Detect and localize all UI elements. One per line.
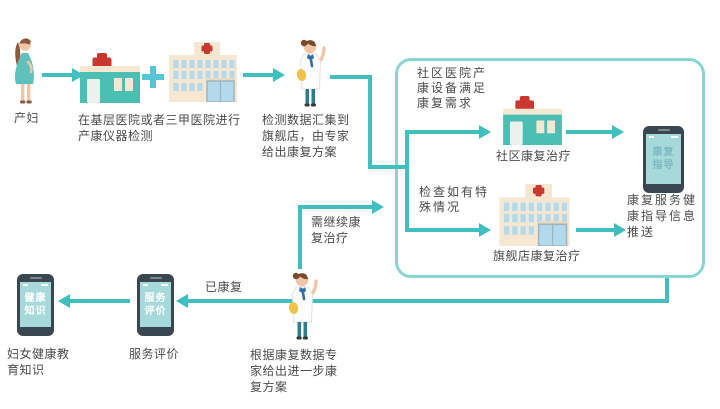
eval-phone-screen-text: 服务 评价 bbox=[140, 282, 171, 327]
followup-doctor-label: 根据康复数据专 家给出进一步康 复方案 bbox=[250, 348, 338, 394]
arrow-woman-to-clinic bbox=[42, 73, 72, 77]
step2-label: 检测数据汇集到 旗舰店，由专家 给出康复方案 bbox=[262, 113, 350, 159]
arrowhead-to-health-phone bbox=[58, 294, 70, 308]
woman-label: 产妇 bbox=[14, 111, 40, 125]
continue-riser-line bbox=[298, 205, 302, 269]
arrowhead-continue bbox=[372, 200, 384, 214]
arrowhead-to-eval-phone bbox=[176, 294, 188, 308]
recovered-line bbox=[188, 299, 667, 303]
health-phone-screen-text: 健康 知识 bbox=[20, 282, 51, 327]
health-label: 妇女健康教 育知识 bbox=[7, 347, 70, 377]
connector-doctor-h1 bbox=[330, 75, 372, 79]
followup-doctor-icon bbox=[283, 270, 323, 349]
phone-speaker-icon bbox=[149, 277, 162, 279]
arrow-hospital-to-doctor bbox=[243, 73, 273, 77]
box-exit-line bbox=[665, 278, 669, 303]
tertiary-hospital-icon bbox=[169, 42, 237, 107]
arrowhead-to-guidance-phone bbox=[612, 125, 624, 139]
eval-phone-icon: 服务 评价 bbox=[137, 274, 174, 336]
phone-status-left-icon bbox=[23, 284, 28, 286]
community-condition-label: 社区医院产 康设备满足 康复需求 bbox=[417, 66, 488, 110]
phone-status-left-icon bbox=[143, 284, 148, 286]
push-info-label: 康复服务健 康指导信息 推送 bbox=[627, 193, 698, 239]
arrowhead-to-community-clinic bbox=[479, 125, 491, 139]
phone-status-right-icon bbox=[161, 284, 168, 286]
arrow-to-community-clinic bbox=[409, 130, 479, 134]
flagship-label: 旗舰店康复治疗 bbox=[493, 249, 581, 263]
phone-speaker-icon bbox=[29, 277, 42, 279]
arrowhead-hospital-to-doctor bbox=[273, 68, 285, 82]
pregnant-woman-icon bbox=[10, 36, 42, 113]
health-phone-icon: 健康 知识 bbox=[17, 274, 54, 336]
phone-status-left-icon bbox=[649, 136, 654, 138]
arrow-eval-to-health-line bbox=[70, 299, 130, 303]
phone-status-right-icon bbox=[671, 136, 678, 138]
expert-doctor-icon bbox=[291, 37, 331, 116]
branch-split-line bbox=[405, 130, 409, 232]
guidance-phone-icon: 康复 指导 bbox=[643, 126, 684, 193]
connector-doctor-v bbox=[368, 75, 372, 169]
plus-icon bbox=[142, 66, 164, 88]
flagship-hospital-icon bbox=[499, 184, 570, 251]
phone-status-right-icon bbox=[41, 284, 48, 286]
arrow-to-guidance-phone bbox=[566, 130, 612, 134]
special-condition-label: 检查如有特 殊情况 bbox=[419, 185, 490, 214]
arrow-to-flagship bbox=[409, 228, 479, 232]
phone-speaker-icon bbox=[657, 129, 670, 131]
continue-arrow-line bbox=[298, 205, 372, 209]
arrowhead-to-push-info bbox=[614, 223, 626, 237]
arrowhead-to-flagship bbox=[479, 223, 491, 237]
connector-doctor-h2 bbox=[368, 165, 409, 169]
eval-label: 服务评价 bbox=[129, 347, 180, 361]
guidance-phone-screen-text: 康复 指导 bbox=[646, 134, 681, 184]
recovered-label: 已康复 bbox=[205, 280, 243, 294]
continue-label: 需继续康 复治疗 bbox=[311, 215, 362, 245]
step1-label: 在基层医院或者三甲医院进行 产康仪器检测 bbox=[78, 113, 241, 143]
community-clinic-icon bbox=[503, 96, 562, 150]
base-clinic-icon bbox=[80, 53, 140, 108]
community-clinic-label: 社区康复治疗 bbox=[496, 149, 572, 163]
arrow-to-push-info bbox=[576, 228, 614, 232]
